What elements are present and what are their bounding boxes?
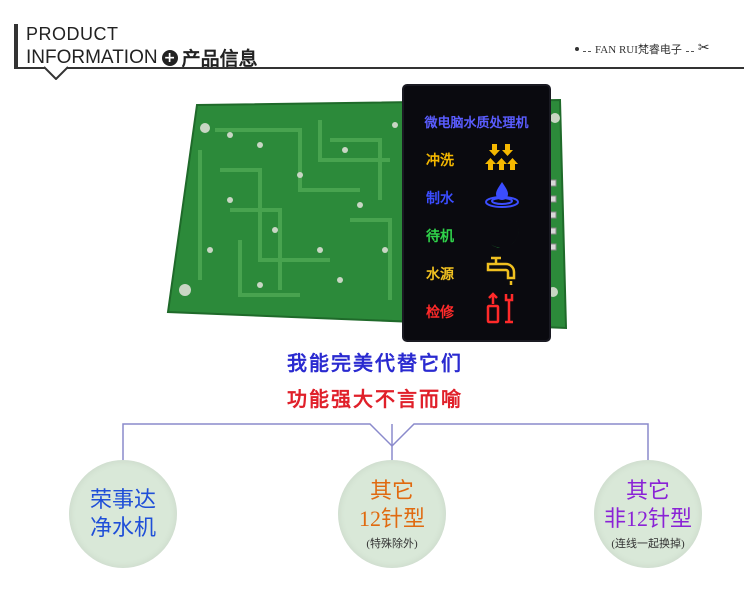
option-circle-non-12pin: 其它 非12针型 (连线一起换掉) bbox=[594, 460, 702, 568]
plus-circle-icon: + bbox=[161, 49, 178, 66]
panel-label-maintenance: 检修 bbox=[426, 305, 454, 321]
faucet-icon bbox=[486, 256, 516, 285]
panel-label-standby: 待机 bbox=[426, 229, 454, 245]
brand-tag: FAN RUI梵睿电子 ✂ bbox=[575, 40, 710, 57]
header-divider bbox=[14, 67, 744, 69]
led-display-panel: 微电脑水质处理机 冲洗 制水 待机 水源 检修 bbox=[404, 86, 549, 340]
panel-label-flush: 冲洗 bbox=[426, 153, 454, 169]
option-line2: 净水机 bbox=[89, 515, 156, 540]
panel-title: 微电脑水质处理机 bbox=[424, 116, 529, 131]
slogan-line2: 功能强大不言而喻 bbox=[287, 387, 463, 411]
header-title-line2: INFORMATION + 产品信息 bbox=[26, 44, 258, 71]
option-line2: 12针型 bbox=[358, 506, 425, 531]
header-accent-bar bbox=[14, 24, 18, 68]
scissors-icon: ✂ bbox=[697, 41, 710, 56]
wrench-tools-icon bbox=[486, 292, 514, 324]
header-notch-icon bbox=[44, 66, 68, 80]
header-title-en-line1: PRODUCT bbox=[26, 24, 119, 44]
slogan-line1: 我能完美代替它们 bbox=[287, 351, 463, 375]
flush-arrows-icon bbox=[485, 144, 518, 170]
brand-name: FAN RUI梵睿电子 bbox=[595, 43, 682, 56]
panel-label-water-source: 水源 bbox=[426, 267, 454, 283]
header-title-en-line2: INFORMATION bbox=[26, 46, 158, 68]
option-line2: 非12针型 bbox=[603, 506, 692, 531]
panel-label-make-water: 制水 bbox=[426, 191, 454, 207]
option-line1: 荣事达 bbox=[89, 487, 156, 512]
header-title-cn: 产品信息 bbox=[181, 48, 258, 70]
option-line1: 其它 bbox=[625, 478, 670, 503]
option-circle-12pin: 其它 12针型 (特殊除外) bbox=[338, 460, 446, 568]
option-circle-rongshida: 荣事达 净水机 bbox=[69, 460, 177, 568]
option-line1: 其它 bbox=[369, 478, 414, 503]
brand-dot bbox=[575, 46, 579, 51]
option-note: (连线一起换掉) bbox=[611, 538, 685, 550]
brand-dash bbox=[685, 45, 694, 52]
brand-dash bbox=[583, 45, 591, 52]
option-note: (特殊除外) bbox=[366, 538, 418, 550]
water-drop-ripple-icon bbox=[485, 182, 519, 208]
